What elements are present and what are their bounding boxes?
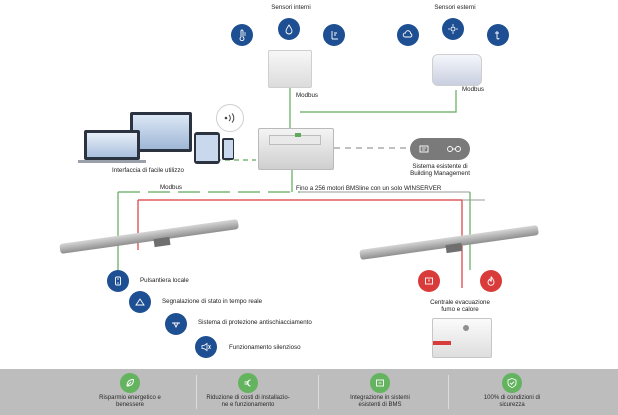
signal-icon xyxy=(129,291,151,313)
benefit-safety-line1: 100% di condizioni di xyxy=(483,395,541,401)
sensors-internal-title: Sensori interni xyxy=(271,4,311,11)
thermometer-icon xyxy=(231,24,253,46)
benefit-energy-line1: Risparmio energetico e xyxy=(99,395,161,401)
benefit-costs: Riduzione di costi di installazio-ne e f… xyxy=(186,369,310,415)
modbus-label-right: Modbus xyxy=(462,86,485,93)
smoke-label-line1: Centrale evacuazione xyxy=(430,299,490,306)
sun-wind-icon xyxy=(442,18,464,40)
benefit-safety-line2: sicurezza xyxy=(499,401,525,408)
smoke-label: Centrale evacuazione fumo e calore xyxy=(410,299,510,314)
bus-caption: Fino a 256 motori BMSline con un solo WI… xyxy=(296,185,442,192)
laptop-base xyxy=(78,160,146,163)
wifi-icon xyxy=(216,104,244,132)
fire-alarm-icon xyxy=(418,270,440,292)
external-sensor-device xyxy=(432,54,482,86)
benefit-integration-line1: Integrazione in sistemi xyxy=(350,395,410,401)
footer-separator xyxy=(196,375,197,409)
leaf-icon xyxy=(120,373,140,393)
bms-label: Sistema esistente di Building Management xyxy=(400,163,480,178)
smoke-label-line2: fumo e calore xyxy=(441,306,479,314)
smoke-control-panel xyxy=(432,318,492,358)
integration-icon xyxy=(370,373,390,393)
push-button-icon xyxy=(107,270,129,292)
modbus-label-left: Modbus xyxy=(296,92,319,99)
modbus-bus-label: Modbus xyxy=(160,184,183,191)
benefit-energy-line2: benessere xyxy=(115,401,145,408)
anti-crush-icon xyxy=(165,313,187,335)
footer-separator xyxy=(318,375,319,409)
rain-icon xyxy=(487,24,509,46)
air-quality-icon xyxy=(323,24,345,46)
feature-label-2: Sistema di protezione antischiacciamento xyxy=(198,319,312,326)
bms-label-line2: Building Management xyxy=(410,170,470,178)
benefit-costs-line2: ne e funzionamento xyxy=(221,401,275,408)
humidity-icon xyxy=(278,18,300,40)
fire-icon xyxy=(480,270,502,292)
feature-label-0: Pulsantiera locale xyxy=(140,277,189,284)
internal-sensor-device xyxy=(268,50,312,88)
bms-device-icon xyxy=(410,138,470,160)
feature-label-3: Funzionamento silenzioso xyxy=(229,344,301,351)
footer-separator xyxy=(448,375,449,409)
bms-label-line1: Sistema esistente di xyxy=(412,163,468,170)
weather-icon xyxy=(397,24,419,46)
euro-icon xyxy=(238,373,258,393)
benefit-integration-line2: esistenti di BMS xyxy=(358,401,402,408)
shield-check-icon xyxy=(502,373,522,393)
silent-icon xyxy=(195,336,217,358)
monitor-device xyxy=(130,112,192,152)
feature-label-1: Segnalazione di stato in tempo reale xyxy=(162,298,263,305)
interface-label: Interfaccia di facile utilizzo xyxy=(112,167,184,174)
winserver-controller xyxy=(258,128,334,170)
laptop-device xyxy=(84,130,140,160)
phone-device xyxy=(222,138,234,160)
benefit-costs-line1: Riduzione di costi di installazio- xyxy=(206,395,290,401)
sensors-external-title: Sensori esterni xyxy=(434,4,476,11)
modbus-line-external xyxy=(300,90,457,113)
tablet-device xyxy=(194,132,220,164)
